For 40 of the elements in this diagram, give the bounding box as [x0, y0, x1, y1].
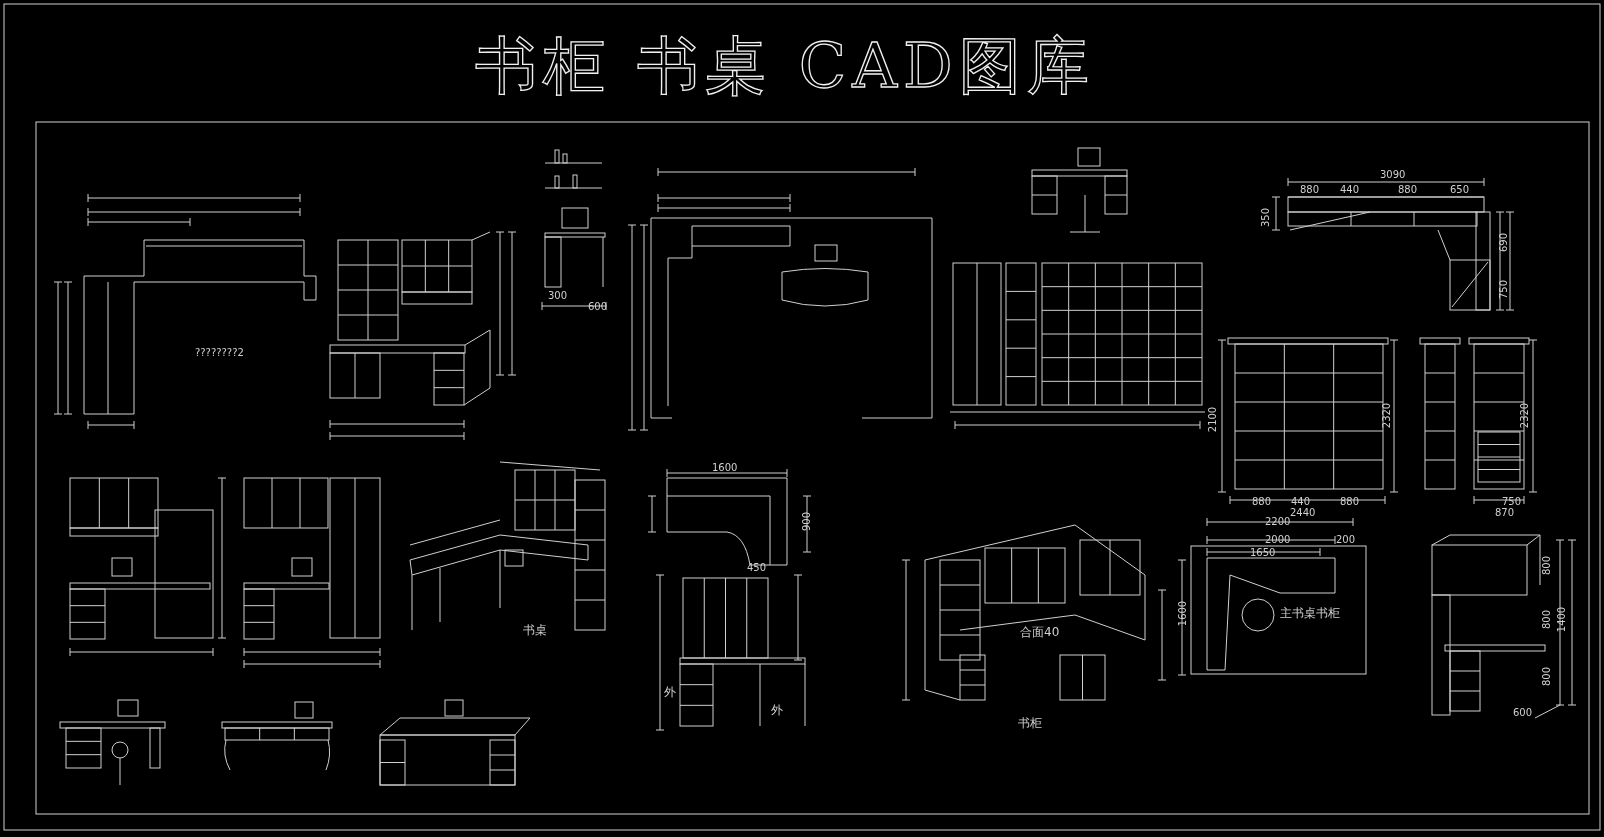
dimension-text: 350: [1260, 207, 1272, 228]
dimension-text: 2100: [1207, 406, 1219, 433]
dimension-text: 2320: [1519, 402, 1531, 429]
dimension-text: 1600: [712, 462, 738, 473]
drawing-caption: 书柜: [1018, 717, 1042, 730]
dimension-text: 2000: [1265, 534, 1291, 545]
dimension-text: 600: [1513, 707, 1533, 718]
dimension-text: 2440: [1290, 507, 1316, 518]
dimension-text: 440: [1291, 496, 1311, 507]
dimension-text: 600: [588, 301, 608, 312]
dimension-text: 2200: [1265, 516, 1291, 527]
dimension-text: 1600: [1177, 600, 1189, 627]
drawing-caption: 外: [664, 686, 676, 699]
dimension-text: 880: [1340, 496, 1360, 507]
dimension-text: 750: [1498, 279, 1510, 300]
drawing-caption: 书桌: [523, 624, 547, 637]
dimension-text: 800: [1541, 555, 1553, 576]
title: 书柜 书桌 CAD图库: [474, 30, 1096, 102]
dimension-text: 690: [1498, 232, 1510, 253]
dimension-text: 200: [1336, 534, 1356, 545]
dimension-text: 3090: [1380, 169, 1406, 180]
dimension-text: 1650: [1250, 547, 1276, 558]
drawing-caption: 主书桌书柜: [1280, 607, 1340, 620]
dimension-text: 870: [1495, 507, 1515, 518]
dimension-text: 650: [1450, 184, 1470, 195]
dimension-text: 300: [548, 290, 568, 301]
dimension-text: 800: [1541, 666, 1553, 687]
dimension-text: 880: [1398, 184, 1418, 195]
dimension-text: ????????2: [195, 347, 244, 358]
dimension-text: 440: [1340, 184, 1360, 195]
drawing-caption: 合面40: [1020, 626, 1060, 639]
dimension-text: 880: [1252, 496, 1272, 507]
dimension-text: 2320: [1381, 402, 1393, 429]
dimension-text: 450: [747, 562, 767, 573]
drawing-caption: 外: [771, 704, 783, 717]
dimension-text: 900: [801, 511, 813, 532]
dimension-text: 750: [1502, 496, 1522, 507]
dimension-text: 880: [1300, 184, 1320, 195]
dimension-text: 1400: [1556, 606, 1568, 633]
dimension-text: 800: [1541, 609, 1553, 630]
